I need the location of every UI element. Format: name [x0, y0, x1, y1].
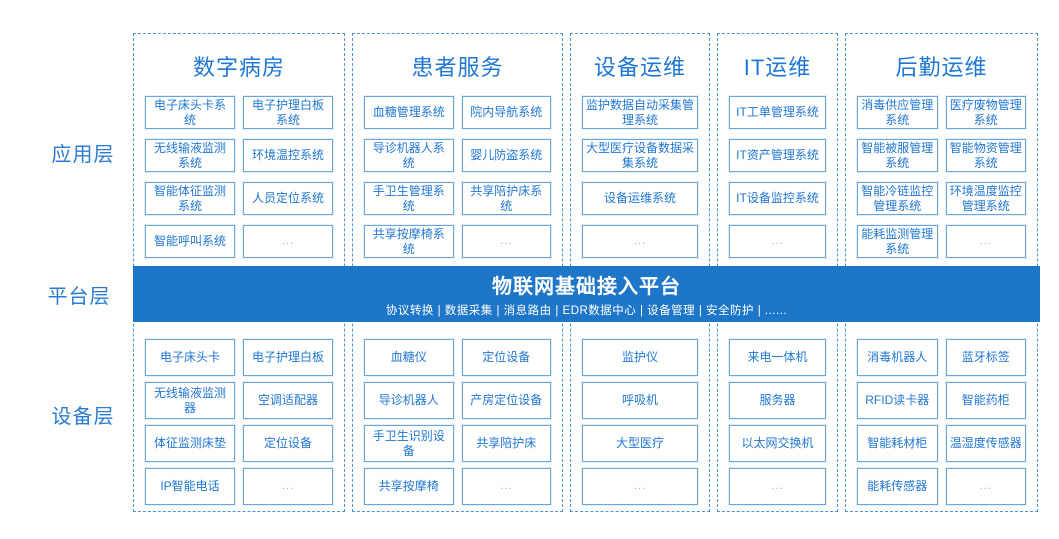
device-box: 电子床头卡 — [145, 339, 235, 376]
device-box: 消毒机器人 — [857, 339, 938, 376]
platform-subtitle: 协议转换 | 数据采集 | 消息路由 | EDR数据中心 | 设备管理 | 安全… — [385, 305, 788, 317]
devices-grid: 来电一体机服务器以太网交换机... — [729, 339, 826, 505]
layer-label-application: 应用层 — [51, 144, 115, 166]
device-box: 空调适配器 — [243, 382, 333, 419]
apps-grid: 血糖管理系统院内导航系统导诊机器人系统婴儿防盗系统手卫生管理系统共享陪护床系统共… — [364, 96, 551, 258]
app-system-box: 无线输液监测系统 — [145, 139, 235, 172]
more-box: ... — [729, 468, 826, 505]
device-box: 蓝牙标签 — [945, 339, 1026, 376]
apps-grid: 消毒供应管理系统医疗废物管理系统智能被服管理系统智能物资管理系统智能冷链监控管理… — [857, 96, 1026, 258]
platform-band: 物联网基础接入平台 协议转换 | 数据采集 | 消息路由 | EDR数据中心 |… — [133, 266, 1040, 322]
app-system-box: 智能冷链监控管理系统 — [857, 182, 938, 215]
app-system-box: IT资产管理系统 — [729, 139, 826, 172]
column-title: 设备运维 — [593, 55, 686, 80]
more-box: ... — [729, 225, 826, 258]
app-system-box: 共享按摩椅系统 — [364, 225, 454, 258]
app-system-box: 智能物资管理系统 — [945, 139, 1026, 172]
app-system-box: IT设备监控系统 — [729, 182, 826, 215]
app-system-box: 导诊机器人系统 — [364, 139, 454, 172]
more-box: ... — [582, 225, 698, 258]
layer-label-platform: 平台层 — [47, 286, 111, 308]
device-box: 手卫生识别设备 — [364, 425, 454, 462]
app-system-box: 大型医疗设备数据采集系统 — [582, 139, 698, 172]
platform-title: 物联网基础接入平台 — [492, 276, 681, 298]
device-box: 血糖仪 — [364, 339, 454, 376]
app-system-box: 共享陪护床系统 — [461, 182, 551, 215]
device-box: 呼吸机 — [582, 382, 698, 419]
device-box: RFID读卡器 — [857, 382, 938, 419]
device-box: 定位设备 — [461, 339, 551, 376]
device-box: IP智能电话 — [145, 468, 235, 505]
device-box: 定位设备 — [243, 425, 333, 462]
app-system-box: 监护数据自动采集管理系统 — [582, 96, 698, 129]
device-box: 共享陪护床 — [461, 425, 551, 462]
column-title: 患者服务 — [411, 55, 504, 80]
app-system-box: 人员定位系统 — [243, 182, 333, 215]
app-system-box: 智能呼叫系统 — [145, 225, 235, 258]
app-system-box: 环境温控系统 — [243, 139, 333, 172]
more-box: ... — [243, 225, 333, 258]
column-title: 后勤运维 — [895, 55, 988, 80]
column-title: 数字病房 — [192, 55, 285, 80]
device-box: 智能药柜 — [945, 382, 1026, 419]
devices-grid: 血糖仪定位设备导诊机器人产房定位设备手卫生识别设备共享陪护床共享按摩椅... — [364, 339, 551, 505]
column-title: IT运维 — [743, 55, 812, 80]
category-column-5: 后勤运维消毒供应管理系统医疗废物管理系统智能被服管理系统智能物资管理系统智能冷链… — [845, 33, 1038, 512]
device-box: 温湿度传感器 — [945, 425, 1026, 462]
app-system-box: 电子床头卡系统 — [145, 96, 235, 129]
device-box: 产房定位设备 — [461, 382, 551, 419]
category-column-2: 患者服务血糖管理系统院内导航系统导诊机器人系统婴儿防盗系统手卫生管理系统共享陪护… — [352, 33, 563, 512]
app-system-box: IT工单管理系统 — [729, 96, 826, 129]
app-system-box: 智能体征监测系统 — [145, 182, 235, 215]
app-system-box: 血糖管理系统 — [364, 96, 454, 129]
app-system-box: 智能被服管理系统 — [857, 139, 938, 172]
app-system-box: 环境温度监控管理系统 — [945, 182, 1026, 215]
app-system-box: 婴儿防盗系统 — [461, 139, 551, 172]
device-box: 导诊机器人 — [364, 382, 454, 419]
device-box: 能耗传感器 — [857, 468, 938, 505]
app-system-box: 消毒供应管理系统 — [857, 96, 938, 129]
apps-grid: 监护数据自动采集管理系统大型医疗设备数据采集系统设备运维系统... — [582, 96, 698, 258]
more-box: ... — [945, 225, 1026, 258]
category-columns: 数字病房电子床头卡系统电子护理白板系统无线输液监测系统环境温控系统智能体征监测系… — [133, 33, 1038, 512]
device-box: 监护仪 — [582, 339, 698, 376]
device-box: 体征监测床垫 — [145, 425, 235, 462]
layer-label-device: 设备层 — [51, 406, 115, 428]
device-box: 大型医疗 — [582, 425, 698, 462]
category-column-1: 数字病房电子床头卡系统电子护理白板系统无线输液监测系统环境温控系统智能体征监测系… — [133, 33, 345, 512]
app-system-box: 能耗监测管理系统 — [857, 225, 938, 258]
device-box: 智能耗材柜 — [857, 425, 938, 462]
app-system-box: 医疗废物管理系统 — [945, 96, 1026, 129]
device-box: 以太网交换机 — [729, 425, 826, 462]
app-system-box: 设备运维系统 — [582, 182, 698, 215]
more-box: ... — [461, 468, 551, 505]
app-system-box: 院内导航系统 — [461, 96, 551, 129]
apps-grid: 电子床头卡系统电子护理白板系统无线输液监测系统环境温控系统智能体征监测系统人员定… — [145, 96, 333, 258]
apps-grid: IT工单管理系统 IT资产管理系统 IT设备监控系统... — [729, 96, 826, 258]
device-box: 无线输液监测器 — [145, 382, 235, 419]
more-box: ... — [945, 468, 1026, 505]
devices-grid: 监护仪呼吸机大型医疗... — [582, 339, 698, 505]
more-box: ... — [582, 468, 698, 505]
device-box: 服务器 — [729, 382, 826, 419]
more-box: ... — [461, 225, 551, 258]
more-box: ... — [243, 468, 333, 505]
app-system-box: 手卫生管理系统 — [364, 182, 454, 215]
app-system-box: 电子护理白板系统 — [243, 96, 333, 129]
device-box: 电子护理白板 — [243, 339, 333, 376]
device-box: 共享按摩椅 — [364, 468, 454, 505]
device-box: 来电一体机 — [729, 339, 826, 376]
